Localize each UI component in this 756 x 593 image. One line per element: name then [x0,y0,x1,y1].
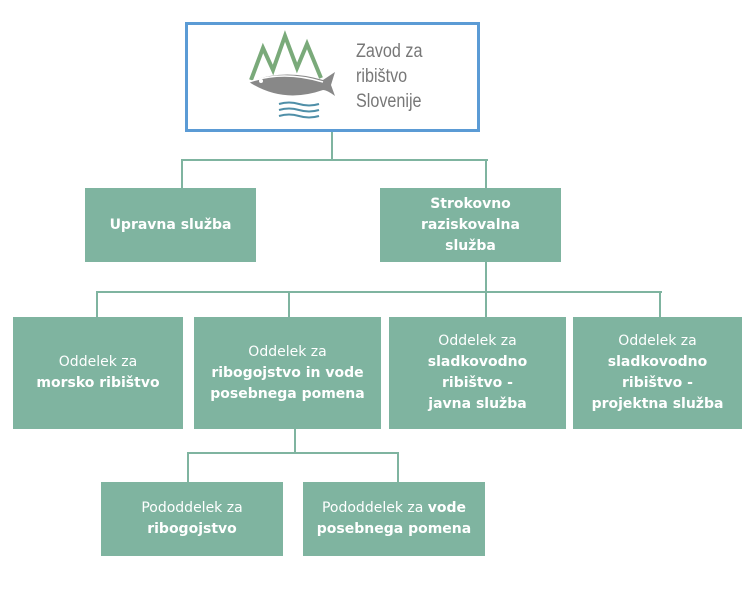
box-text-normal: Oddelek za [618,333,697,349]
connector [659,291,661,317]
box-text-bold: sladkovodno ribištvo - projektna služba [591,354,724,412]
org-box-pododdelek-vode: Pododdelek za vode posebnega pomena [303,482,485,556]
connector [397,452,399,482]
connector [294,429,296,454]
box-text-bold: Upravna služba [109,216,232,233]
connector [288,291,290,317]
connector [485,262,487,293]
connector [187,452,189,482]
logo-line: ribištvo [356,66,408,87]
connector [96,291,662,293]
connector [96,291,98,317]
box-text-bold: ribogojstvo [147,521,237,537]
org-box-ribogojstvo-in-vode: Oddelek za ribogojstvo in vode posebnega … [194,317,381,429]
logo-text: Zavod za ribištvo Slovenije [356,39,422,114]
logo-emblem-icon [248,30,335,119]
box-text-normal: Pododdelek za [141,500,243,516]
box-text-normal: Oddelek za [438,333,517,349]
logo-line: Zavod za [356,41,423,62]
box-text-bold: ribogojstvo in vode posebnega pomena [210,364,365,402]
org-box-sladkovodno-projektna: Oddelek za sladkovodno ribištvo - projekt… [573,317,742,429]
box-text-normal: Pododdelek za [321,500,424,516]
connector [181,159,488,161]
org-box-sladkovodno-javna: Oddelek za sladkovodno ribištvo - javna s… [389,317,566,429]
connector [485,159,487,188]
org-box-morsko-ribistvo: Oddelek za morsko ribištvo [13,317,183,429]
connector [485,291,487,317]
connector [181,159,183,188]
logo-box: Zavod za ribištvo Slovenije [185,22,480,132]
box-text-normal: Oddelek za [248,343,327,360]
org-box-pododdelek-ribogojstvo: Pododdelek za ribogojstvo [101,482,283,556]
box-text-bold: Strokovno raziskovalna služba [421,195,520,254]
box-text-normal: Oddelek za [58,354,138,370]
box-text-bold: sladkovodno ribištvo - javna služba [427,354,528,412]
org-box-strokovno-raziskovalna-sluzba: Strokovno raziskovalna služba [380,188,561,262]
box-text-bold: morsko ribištvo [36,375,160,391]
box-text-bold: vode posebnega pomena [316,500,472,537]
connector [187,452,399,454]
org-box-upravna-sluzba: Upravna služba [85,188,256,262]
logo-line: Slovenije [356,91,422,112]
connector [331,132,333,161]
